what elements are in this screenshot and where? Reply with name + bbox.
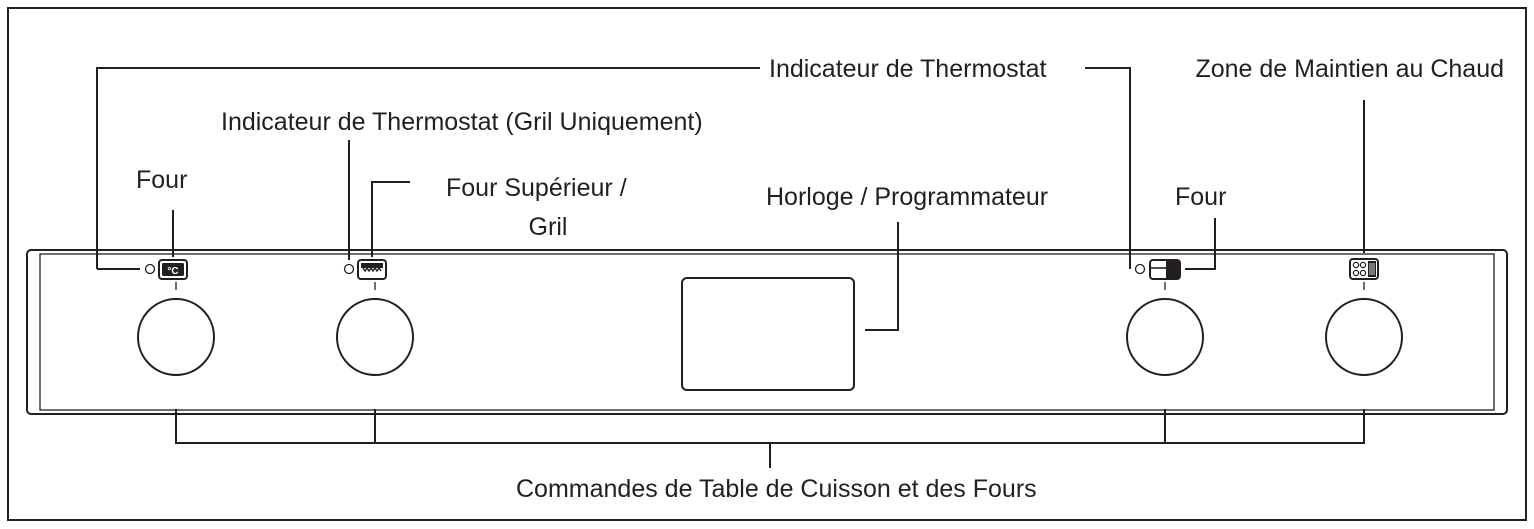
- hob-warming-zone-icon: [1349, 258, 1379, 280]
- label-thermostat-indicator-grill: Indicateur de Thermostat (Gril Uniquemen…: [221, 108, 703, 136]
- clock-display[interactable]: [681, 277, 855, 391]
- label-top-oven-line1: Four Supérieur /: [446, 174, 627, 202]
- leader-oven-right: [1185, 218, 1216, 270]
- knob-warming-zone[interactable]: [1325, 298, 1403, 376]
- thermometer-celsius-icon: °C: [158, 259, 188, 280]
- thermostat-lamp-oven-left: [144, 263, 156, 275]
- control-panel: [26, 249, 1508, 415]
- main-oven-icon: [1149, 259, 1181, 280]
- label-oven-right: Four: [1175, 183, 1226, 211]
- leader-clock-programmer: [865, 222, 899, 331]
- thermostat-lamp-grill: [343, 263, 355, 275]
- label-warming-zone: Zone de Maintien au Chaud: [1195, 55, 1504, 83]
- diagram-frame: [7, 7, 1527, 521]
- leader-top-oven-grill: [371, 181, 410, 257]
- leader-thermostat-right: [1085, 67, 1131, 269]
- label-hob-and-oven-controls: Commandes de Table de Cuisson et des Fou…: [516, 475, 1037, 503]
- thermostat-lamp-oven-right: [1134, 263, 1146, 275]
- knob-oven-right[interactable]: [1126, 298, 1204, 376]
- label-thermostat-indicator: Indicateur de Thermostat: [769, 55, 1047, 83]
- panel-outer-edge: [26, 249, 1508, 415]
- svg-text:°C: °C: [167, 266, 178, 277]
- knob-oven-left[interactable]: [137, 298, 215, 376]
- label-top-oven-line2: Gril: [529, 213, 568, 241]
- label-oven-left: Four: [136, 166, 187, 194]
- grill-element-icon: [357, 259, 387, 280]
- leader-thermostat-left: [96, 67, 760, 269]
- knob-top-oven-grill[interactable]: [336, 298, 414, 376]
- panel-inner-edge: [39, 253, 1495, 411]
- label-clock-programmer: Horloge / Programmateur: [766, 183, 1048, 211]
